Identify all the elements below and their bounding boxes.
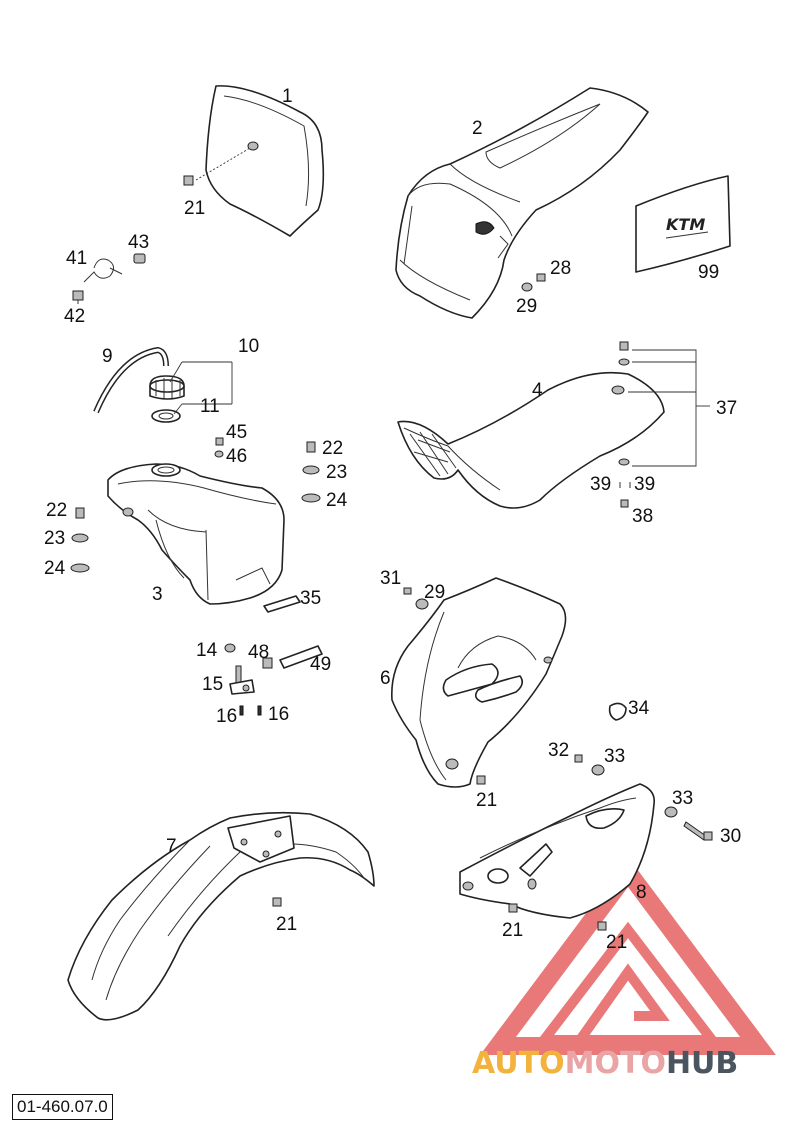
screws-21-sidepanel [508,903,607,931]
callout-21-shroud: 21 [476,790,497,811]
callout-11: 11 [200,396,220,417]
callout-37: 37 [716,398,737,419]
callout-22-left: 22 [46,500,67,521]
callout-38: 38 [632,506,653,527]
callout-10: 10 [238,336,259,357]
callout-4: 4 [532,380,543,401]
callout-30: 30 [720,826,741,847]
part-3-fuel-tank [107,463,285,605]
part-48-fitting [262,657,273,669]
callout-7: 7 [166,836,177,857]
callout-21-sidepanel-b: 21 [606,932,627,953]
part-11-cap-seal [151,409,181,423]
callout-99: 99 [698,262,719,283]
callout-21-fender: 21 [276,914,297,935]
callout-23-right: 23 [326,462,347,483]
hw-33-30-sidepanel [664,806,713,841]
callout-31: 31 [380,568,401,589]
callout-16-b: 16 [268,704,289,725]
part-9-fuel-hose [93,346,169,414]
part-2-rear-fender [395,87,649,319]
callout-39-a: 39 [590,474,611,495]
hw-22-23-24-left [70,507,90,573]
hw-28-29-rear [521,273,546,292]
callout-28: 28 [550,258,571,279]
part-34-plug [608,702,627,721]
callout-16-a: 16 [216,706,237,727]
callout-23-left: 23 [44,528,65,549]
callout-1: 1 [282,86,293,107]
screw-21-plate [183,175,194,186]
part-43-clip [133,253,146,264]
part-41-strap [83,258,123,283]
watermark-part-moto: MOTO [564,1046,666,1081]
watermark-wordmark: AUTOMOTOHUB [472,1046,792,1082]
screw-21-fender [272,897,282,907]
hw-32-33-sidepanel [574,754,605,776]
hw-37-38-39-seat [618,341,631,508]
callout-29-shroud: 29 [424,582,445,603]
callout-39-b: 39 [634,474,655,495]
callout-3: 3 [152,584,163,605]
callout-21-sidepanel-a: 21 [502,920,523,941]
callout-9: 9 [102,346,113,367]
hw-45-46-tank [214,437,224,458]
callout-41: 41 [66,248,87,269]
callout-46: 46 [226,446,247,467]
watermark-triangle-logo [480,856,776,1055]
watermark-part-hub: HUB [665,1046,739,1081]
part-6-radiator-shroud [391,577,567,788]
part-14-washer [224,643,236,653]
callout-22-right: 22 [322,438,343,459]
callout-32: 32 [548,740,569,761]
part-8-side-panel [459,783,656,919]
callout-24-right: 24 [326,490,348,511]
callout-42: 42 [64,306,85,327]
callout-49: 49 [310,654,331,675]
part-10-fuel-cap [149,375,185,400]
document-code: 01-460.07.0 [12,1094,113,1120]
callout-45: 45 [226,422,247,443]
hw-31-29-shroud [403,587,429,610]
callout-8: 8 [636,882,647,903]
leader-lines [169,349,710,467]
hw-22-23-24-right [301,441,321,503]
callout-24-left: 24 [44,558,66,579]
callout-33-b: 33 [672,788,693,809]
watermark-part-auto: AUTO [472,1046,565,1081]
part-42-screw [72,290,84,304]
decal-logo: KTM [666,215,705,234]
callout-21-plate: 21 [184,198,205,219]
callout-labels: 1 2 99 21 43 41 42 28 29 9 10 11 4 37 45… [44,86,741,953]
part-16-clamps [239,705,262,716]
callout-35: 35 [300,588,321,609]
part-99-decal: KTM [635,175,731,273]
part-4-seat [397,371,665,509]
callout-15: 15 [202,674,223,695]
screw-21-shroud [476,775,486,785]
callout-6: 6 [380,668,391,689]
callout-2: 2 [472,118,483,139]
part-1-number-plate [195,85,325,237]
callout-43: 43 [128,232,149,253]
part-35-decal-strip [263,595,301,613]
part-15-fuel-tap [229,665,255,695]
callout-14: 14 [196,640,218,661]
callout-34: 34 [628,698,650,719]
callout-33-a: 33 [604,746,625,767]
callout-48: 48 [248,642,269,663]
part-49-hose [279,645,323,669]
part-7-front-fender [67,811,375,1021]
callout-29-rear: 29 [516,296,537,317]
